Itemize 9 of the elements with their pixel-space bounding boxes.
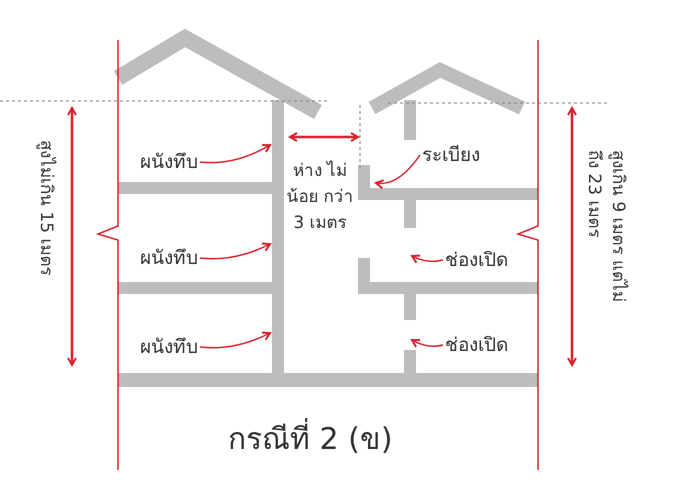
leader-line	[411, 254, 444, 264]
leader-line	[200, 242, 271, 260]
dimension-label: สูงเกิน 9 เมตร แต่ไม่ถึง 23 เมตร	[583, 150, 630, 304]
leader-line	[200, 331, 271, 348]
dimension-label: สูงไม่เกิน 15 เมตร	[35, 140, 58, 278]
leader-line	[411, 338, 444, 348]
leader-line	[200, 144, 271, 164]
dimension-label: ห่าง ไม่น้อย กว่า 3 เมตร	[285, 160, 355, 235]
leader-line	[375, 154, 421, 189]
